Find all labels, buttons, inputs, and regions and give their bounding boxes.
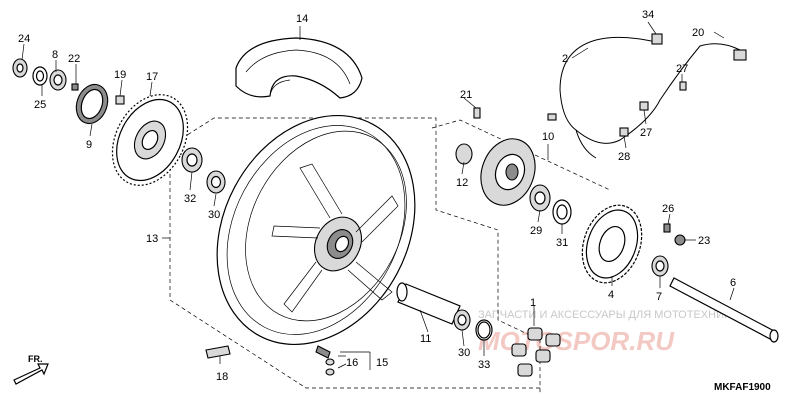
part-label-33: 33 [478,359,490,371]
brake-disc[interactable] [97,82,202,199]
part-label-9: 9 [86,139,92,151]
bearing-30a[interactable] [206,170,226,194]
part-label-22: 22 [68,53,80,65]
part-label-31: 31 [556,237,568,249]
final-driven-sprocket[interactable] [572,197,652,291]
bolt-19[interactable] [115,95,125,105]
part-label-6: 6 [730,277,736,289]
rear-wheel[interactable] [178,81,453,379]
diagram-code: MKFAF1900 [714,382,771,393]
assembly-frame-line-lower [169,146,540,389]
front-marker: FR. [28,354,43,364]
wheel-dampers[interactable] [511,327,561,377]
part-label-17: 17 [146,71,158,83]
nut-23[interactable] [674,234,686,246]
hub-frame-line [431,119,611,191]
seal-31[interactable] [552,199,572,225]
bearing-30b[interactable] [453,309,471,331]
part-label-32: 32 [184,193,196,205]
collar-7[interactable] [651,255,669,277]
part-label-30b: 30 [458,347,470,359]
part-label-20: 20 [692,27,704,39]
rear-axle[interactable] [669,277,779,343]
front-arrow-icon [13,363,49,385]
bearing-29[interactable] [529,184,551,212]
watermark-logo: MOTOSPOR.RU [478,326,675,356]
part-label-29: 29 [530,225,542,237]
distance-collar[interactable] [396,282,461,325]
part-label-14: 14 [296,13,308,25]
part-label-13: 13 [146,233,158,245]
part-label-28: 28 [618,151,630,163]
watermark-text: ЗАПЧАСТИ И АКСЕССУАРЫ ДЛЯ МОТОТЕХНИКИ [478,309,738,321]
part-label-23: 23 [698,235,710,247]
driven-flange[interactable] [472,131,544,213]
part-label-4: 4 [608,289,614,301]
part-label-27a: 27 [676,63,688,75]
balance-weight[interactable] [205,345,231,359]
part-label-18: 18 [216,371,228,383]
sensor-harness[interactable] [547,33,747,159]
part-label-16: 16 [346,357,358,369]
damper-12[interactable] [455,143,473,165]
collar-32[interactable] [181,147,203,173]
part-label-12: 12 [456,177,468,189]
part-label-21: 21 [460,89,472,101]
part-label-11: 11 [420,333,431,345]
part-label-26: 26 [662,203,674,215]
dust-seal[interactable] [12,58,28,78]
leader-lines [21,21,735,370]
o-ring-33[interactable] [475,319,493,341]
part-label-34: 34 [642,9,654,21]
part-label-15: 15 [376,357,388,369]
part-label-19: 19 [114,69,126,81]
part-label-2: 2 [562,53,568,65]
part-label-7: 7 [656,291,662,303]
pulser-ring[interactable] [71,80,113,128]
part-label-30a: 30 [208,209,220,221]
bolt-22[interactable] [71,83,79,91]
bolt-21[interactable] [473,107,481,119]
part-label-25: 25 [34,99,46,111]
bearing-8[interactable] [49,69,67,91]
part-label-8: 8 [52,49,58,61]
bolt-26[interactable] [663,223,671,233]
part-label-1: 1 [530,297,536,309]
rear-tire[interactable] [235,37,363,99]
air-valve[interactable] [315,345,335,376]
part-number-labels: 14 24 8 22 19 17 25 9 32 30 13 21 10 12 … [18,9,736,383]
part-label-24: 24 [18,33,30,45]
oil-seal[interactable] [32,66,48,86]
part-label-10: 10 [542,131,554,143]
part-label-27b: 27 [640,127,652,139]
